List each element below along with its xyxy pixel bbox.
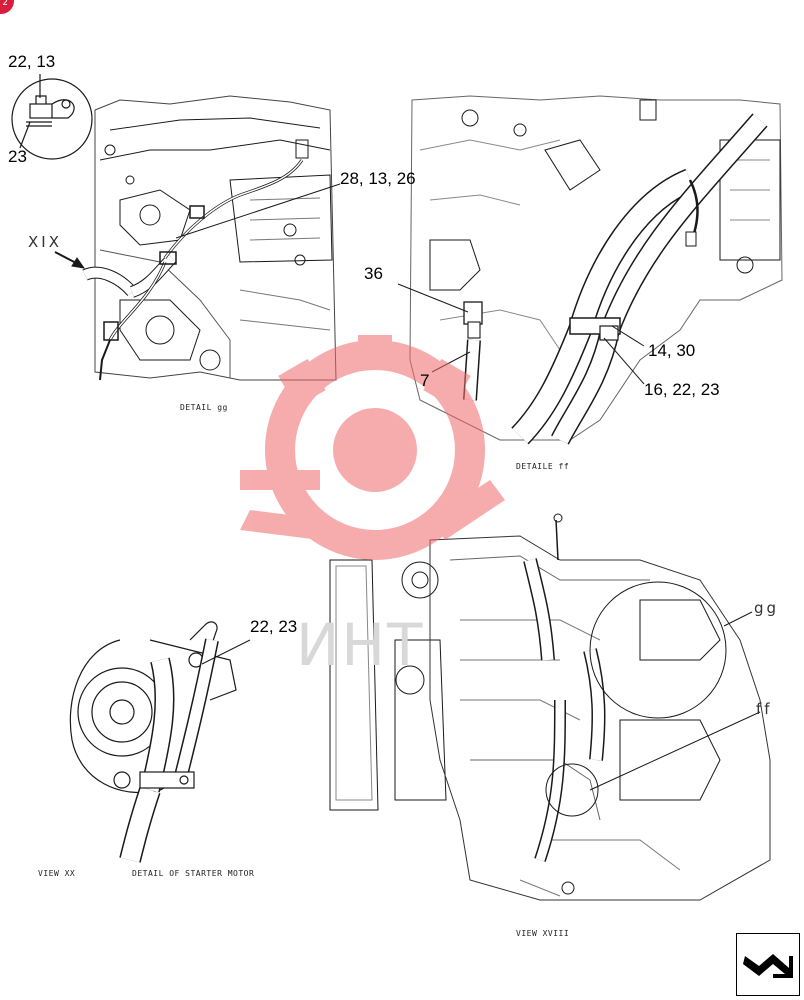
- next-page-button[interactable]: [736, 933, 800, 996]
- callout-7: 7: [420, 371, 430, 390]
- view-xix-label: XIX: [28, 233, 62, 251]
- callout-36: 36: [364, 264, 383, 283]
- callout-22-13: 22, 13: [8, 52, 56, 71]
- callout-23: 23: [8, 147, 27, 166]
- watermark-text: ИНТ: [296, 611, 425, 679]
- callout-28-13-26: 28, 13, 26: [340, 169, 416, 188]
- view-xix-arrow: [54, 251, 86, 269]
- starter-motor-drawing: [69, 621, 251, 863]
- callout-14-30: 14, 30: [648, 341, 696, 360]
- callout-16-22-23: 16, 22, 23: [644, 380, 720, 399]
- detail-gg-bolt-inset: [11, 74, 93, 160]
- detail-gg-reference-label: gg: [754, 599, 780, 617]
- view-xviii-caption: VIEW XVIII: [516, 929, 570, 938]
- watermark-logo: [240, 335, 505, 560]
- detail-gg-drawing: [82, 95, 341, 381]
- callout-starter-22-23: 22, 23: [250, 617, 298, 636]
- page-corner-badge-text: 2: [2, 0, 8, 8]
- detail-gg-caption: DETAIL gg: [180, 403, 228, 412]
- detail-ff-caption: DETAILE ff: [516, 462, 570, 471]
- engine-view-drawing: [329, 513, 771, 901]
- view-xx-caption: VIEW XX: [38, 869, 76, 878]
- starter-motor-caption: DETAIL OF STARTER MOTOR: [132, 869, 255, 878]
- detail-ff-reference-label: ff: [756, 700, 773, 718]
- next-page-arrow-icon: [743, 954, 793, 978]
